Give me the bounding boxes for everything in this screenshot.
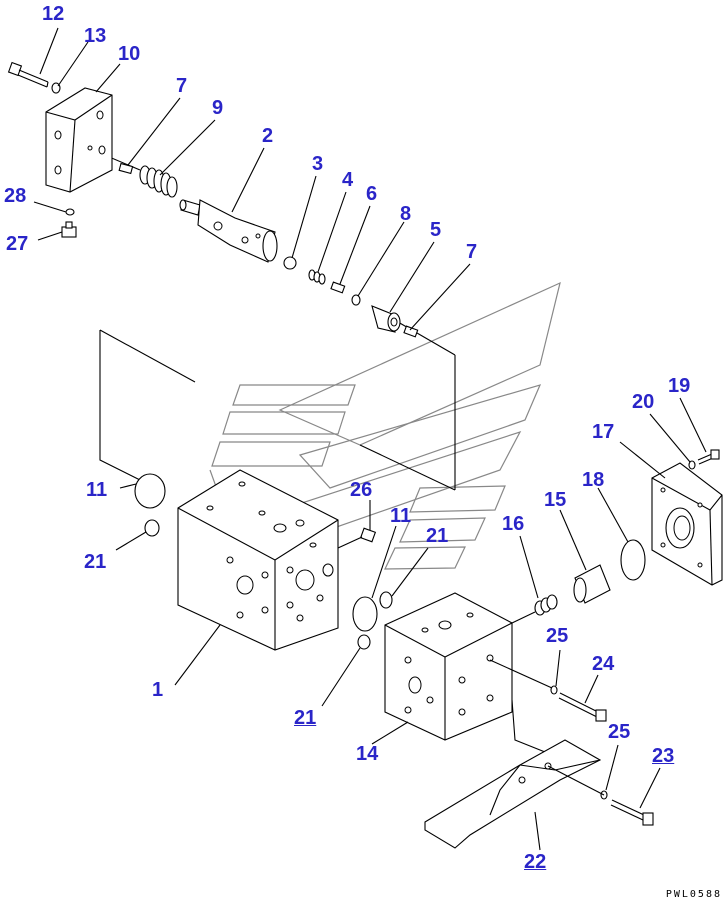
part-28-washer bbox=[65, 208, 75, 216]
part-27-fitting bbox=[61, 221, 77, 238]
part-21-oring-2 bbox=[379, 591, 393, 609]
callout-5: 5 bbox=[430, 219, 442, 241]
part-9-spring bbox=[139, 165, 178, 198]
part-11-oring-2 bbox=[352, 596, 378, 632]
callout-9: 9 bbox=[212, 97, 224, 119]
part-1-valve-block bbox=[177, 469, 339, 651]
part-3-ball bbox=[283, 256, 297, 270]
part-11-oring bbox=[134, 473, 166, 509]
callout-20: 20 bbox=[632, 391, 655, 413]
callout-21-second: 21 bbox=[426, 525, 449, 547]
callout-10: 10 bbox=[118, 43, 141, 65]
callout-1: 1 bbox=[152, 679, 164, 701]
part-21-oring-3 bbox=[357, 634, 371, 650]
callout-4: 4 bbox=[342, 169, 354, 191]
part-23-bolt bbox=[610, 799, 654, 826]
callout-25: 25 bbox=[546, 625, 569, 647]
part-4-spring bbox=[308, 269, 326, 285]
callout-28: 28 bbox=[4, 185, 27, 207]
part-5-plug bbox=[371, 305, 401, 333]
part-2-spool bbox=[179, 199, 278, 263]
callout-11: 11 bbox=[86, 479, 108, 501]
part-18-oring bbox=[620, 539, 646, 581]
callout-7-second: 7 bbox=[466, 241, 478, 263]
part-16-spring bbox=[511, 594, 558, 624]
callout-15: 15 bbox=[544, 489, 567, 511]
part-25-washer bbox=[550, 685, 558, 695]
callout-26: 26 bbox=[350, 479, 373, 501]
part-15-sleeve bbox=[573, 564, 611, 604]
part-26-fitting bbox=[337, 527, 377, 549]
part-7-pin bbox=[118, 162, 134, 175]
callout-12: 12 bbox=[42, 3, 65, 25]
part-20-washer bbox=[688, 460, 696, 470]
part-7-pin-2 bbox=[403, 325, 419, 338]
callout-21-third: 21 bbox=[294, 707, 317, 729]
axis-24 bbox=[489, 659, 553, 689]
part-14-valve-block bbox=[384, 592, 513, 741]
callout-3: 3 bbox=[312, 153, 324, 175]
drawing-code: PWL0588 bbox=[665, 889, 722, 900]
part-12-bolt bbox=[7, 61, 49, 88]
part-6-plunger bbox=[330, 281, 346, 294]
callout-17: 17 bbox=[592, 421, 615, 443]
callout-8: 8 bbox=[400, 203, 412, 225]
callout-14: 14 bbox=[356, 743, 379, 765]
callout-18: 18 bbox=[582, 469, 605, 491]
part-10-cover-block bbox=[45, 87, 113, 193]
callout-7: 7 bbox=[176, 75, 188, 97]
callout-2: 2 bbox=[262, 125, 274, 147]
callout-11-second: 11 bbox=[390, 505, 412, 527]
callout-13: 13 bbox=[84, 25, 107, 47]
callout-24: 24 bbox=[592, 653, 615, 675]
callout-22: 22 bbox=[524, 851, 547, 873]
leader-lines bbox=[33, 27, 707, 851]
part-19-bolt bbox=[697, 449, 720, 465]
callout-16: 16 bbox=[502, 513, 525, 535]
part-24-bolt bbox=[558, 692, 607, 722]
callout-27: 27 bbox=[6, 233, 29, 255]
callout-19: 19 bbox=[668, 375, 691, 397]
callout-6: 6 bbox=[366, 183, 378, 205]
part-22-bracket bbox=[424, 699, 605, 849]
part-8-oring bbox=[351, 294, 361, 306]
callout-21: 21 bbox=[84, 551, 107, 573]
part-21-oring bbox=[144, 519, 160, 537]
callout-25-second: 25 bbox=[608, 721, 631, 743]
part-17-cover bbox=[651, 462, 723, 586]
callout-23: 23 bbox=[652, 745, 675, 767]
